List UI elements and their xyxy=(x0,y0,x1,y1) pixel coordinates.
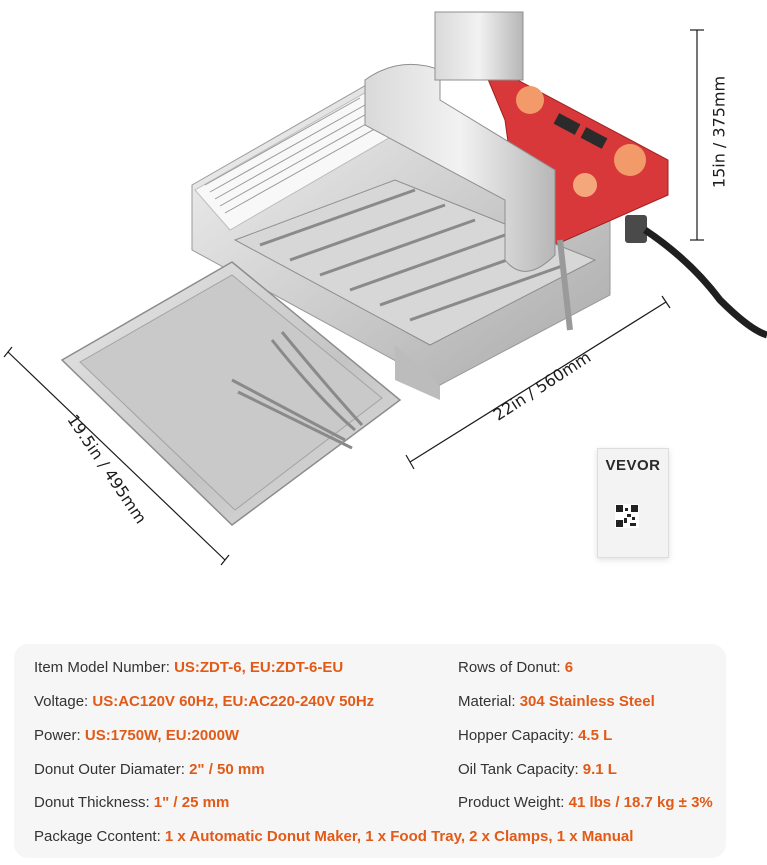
spec-package-content: Package Ccontent: 1 x Automatic Donut Ma… xyxy=(34,828,633,845)
spec-voltage: Voltage: US:AC120V 60Hz, EU:AC220-240V 5… xyxy=(34,693,374,710)
manual-card: VEVOR xyxy=(597,448,669,558)
spec-power: Power: US:1750W, EU:2000W xyxy=(34,727,239,744)
specifications-panel: Item Model Number: US:ZDT-6, EU:ZDT-6-EU… xyxy=(14,644,726,858)
spec-value: 1 x Automatic Donut Maker, 1 x Food Tray… xyxy=(164,828,634,845)
spec-value: US:AC120V 60Hz, EU:AC220-240V 50Hz xyxy=(92,693,375,710)
spec-outer-diameter: Donut Outer Diamater: 2" / 50 mm xyxy=(34,761,265,778)
qr-code-icon xyxy=(615,504,639,528)
dimension-lines xyxy=(3,29,704,566)
spec-value: US:ZDT-6, EU:ZDT-6-EU xyxy=(174,659,344,676)
spec-label: Donut Outer Diamater: xyxy=(34,761,185,778)
spec-value: 2" / 50 mm xyxy=(189,761,265,778)
spec-product-weight: Product Weight: 41 lbs / 18.7 kg ± 3% xyxy=(458,794,713,811)
height-dimension-label: 15in / 375mm xyxy=(709,75,729,189)
donut-maker-illustration xyxy=(3,11,767,566)
spec-value: 304 Stainless Steel xyxy=(519,693,655,710)
spec-value: 6 xyxy=(564,659,574,676)
spec-label: Rows of Donut: xyxy=(458,659,561,676)
spec-label: Item Model Number: xyxy=(34,659,170,676)
spec-label: Package Ccontent: xyxy=(34,828,161,845)
spec-value: 9.1 L xyxy=(582,761,617,778)
brand-logo: VEVOR xyxy=(605,457,661,474)
spec-material: Material: 304 Stainless Steel xyxy=(458,693,655,710)
spec-thickness: Donut Thickness: 1" / 25 mm xyxy=(34,794,229,811)
spec-label: Material: xyxy=(458,693,516,710)
spec-hopper-capacity: Hopper Capacity: 4.5 L xyxy=(458,727,612,744)
spec-value: 4.5 L xyxy=(578,727,613,744)
machine-body xyxy=(191,11,767,400)
spec-label: Hopper Capacity: xyxy=(458,727,574,744)
spec-value: US:1750W, EU:2000W xyxy=(84,727,240,744)
spec-oil-tank-capacity: Oil Tank Capacity: 9.1 L xyxy=(458,761,617,778)
spec-label: Product Weight: xyxy=(458,794,565,811)
spec-item-model: Item Model Number: US:ZDT-6, EU:ZDT-6-EU xyxy=(34,659,343,676)
spec-value: 1" / 25 mm xyxy=(153,794,230,811)
spec-label: Oil Tank Capacity: xyxy=(458,761,579,778)
spec-label: Donut Thickness: xyxy=(34,794,150,811)
spec-value: 41 lbs / 18.7 kg ± 3% xyxy=(568,794,713,811)
spec-rows: Rows of Donut: 6 xyxy=(458,659,573,676)
spec-label: Voltage: xyxy=(34,693,89,710)
food-tray xyxy=(60,261,402,526)
spec-label: Power: xyxy=(34,727,81,744)
